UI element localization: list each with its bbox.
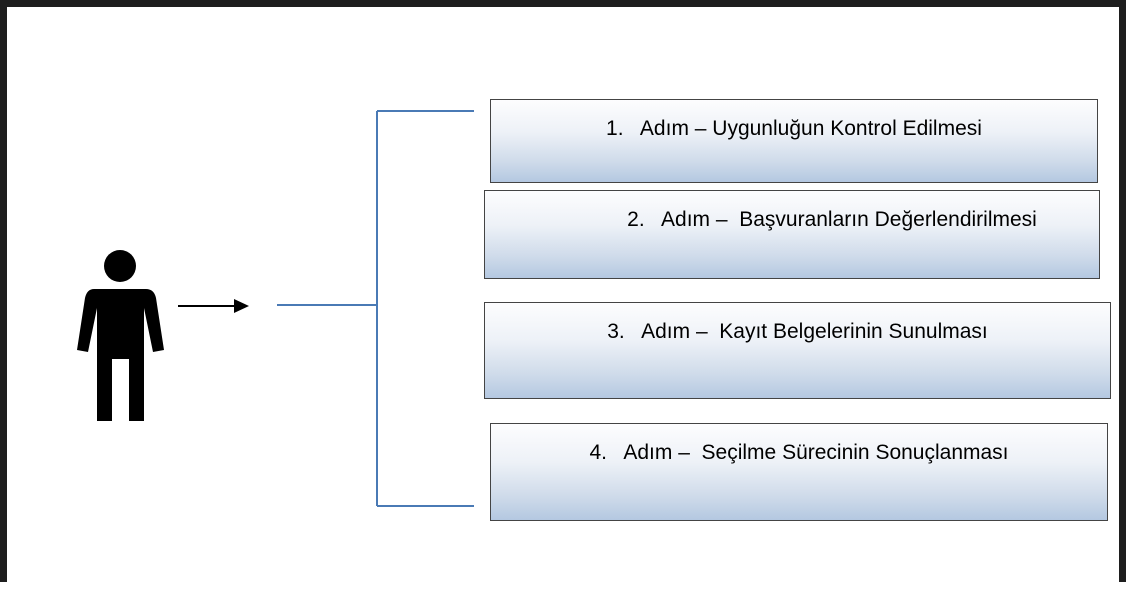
person-icon (77, 250, 164, 421)
step-box-3: 3. Adım – Kayıt Belgelerinin Sunulması (484, 302, 1111, 399)
connector-tree (277, 110, 474, 507)
step-text-3: Adım – Kayıt Belgelerinin Sunulması (641, 320, 988, 343)
step-label-4: 4. Adım – Seçilme Sürecinin Sonuçlanması (491, 441, 1107, 465)
arrow-right-icon (178, 299, 249, 313)
step-label-3: 3. Adım – Kayıt Belgelerinin Sunulması (485, 320, 1110, 344)
step-box-4: 4. Adım – Seçilme Sürecinin Sonuçlanması (490, 423, 1108, 521)
step-box-1: 1. Adım – Uygunluğun Kontrol Edilmesi (490, 99, 1098, 183)
step-label-1: 1. Adım – Uygunluğun Kontrol Edilmesi (491, 117, 1097, 141)
step-number-3: 3. (607, 320, 625, 343)
step-text-4: Adım – Seçilme Sürecinin Sonuçlanması (623, 441, 1009, 464)
flow-connectors (77, 110, 474, 507)
step-text-2: Adım – Başvuranların Değerlendirilmesi (661, 208, 1037, 231)
step-number-4: 4. (589, 441, 607, 464)
step-box-2: 2. Adım – Başvuranların Değerlendirilmes… (484, 190, 1100, 279)
step-label-2: 2. Adım – Başvuranların Değerlendirilmes… (485, 208, 1099, 232)
step-text-1: Adım – Uygunluğun Kontrol Edilmesi (639, 117, 982, 140)
step-number-2: 2. (627, 208, 645, 231)
step-number-1: 1. (606, 117, 624, 140)
